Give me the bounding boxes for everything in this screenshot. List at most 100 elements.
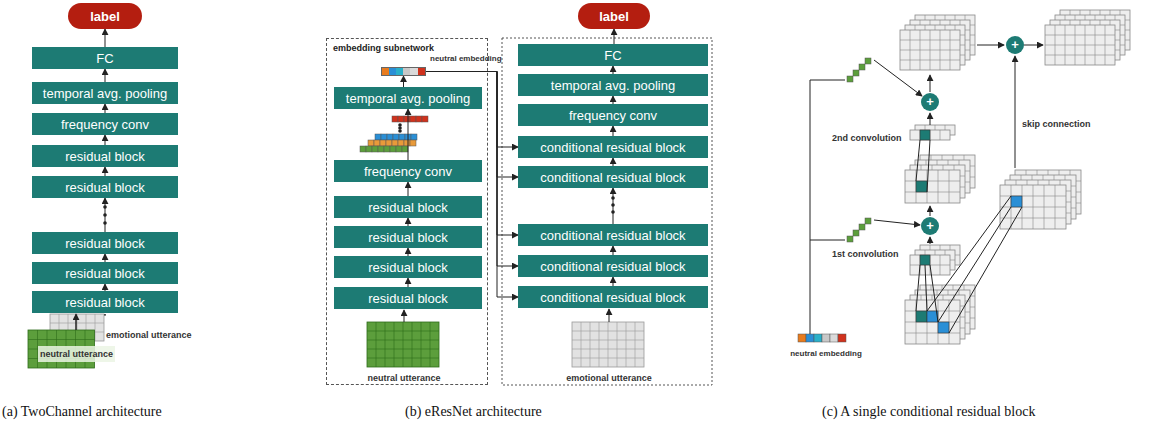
connector [105,167,106,176]
grid-line [1045,45,1115,46]
node-label: frequency conv [61,117,149,132]
layer-box: conditional residual block [518,224,708,246]
node-label: residual block [65,266,145,281]
vector-cell [372,146,378,152]
line [810,80,845,334]
vector-cell [380,140,386,146]
layer-box: residual block [334,256,482,278]
feature-map-stack [1000,185,1066,229]
vector-cell [410,116,416,122]
connector [105,135,106,145]
arrow [1015,56,1016,168]
grid-line [394,322,395,367]
annotation: emotional utterance [566,370,652,386]
vector-cell [368,140,374,146]
node-label: conditional residual block [540,259,685,274]
line [927,140,930,192]
layer-box: conditional residual block [518,136,708,158]
feature-map-stack [900,30,960,70]
grid-line [385,322,386,367]
layer-box: frequency conv [32,113,178,135]
line [810,240,845,241]
node-label: residual block [65,180,145,195]
grid-line [590,322,591,367]
layer-box: temporal avg. pooling [334,87,482,109]
ellipsis-dot [398,129,402,133]
grid-line [900,50,960,51]
vector-cell [859,64,865,70]
spectrogram-grid [572,322,644,367]
vector-cell [847,236,853,242]
vector-cell [798,334,806,342]
grid-line [905,192,960,193]
highlight-cell [920,255,930,265]
grid-line [28,339,95,340]
line [927,196,1011,311]
input-arrow [609,309,610,322]
label-oval: label [578,3,650,29]
arrow [930,206,931,216]
connector [408,218,409,226]
grid-line [940,130,941,140]
node-label: FC [96,51,113,66]
vector-cell [853,70,859,76]
layer-box: residual block [32,291,178,313]
vector-cell [374,140,380,146]
grid-line [626,322,627,367]
feature-map-stack [905,300,960,344]
grid-line [635,322,636,367]
connector [613,277,614,286]
grid-line [367,331,439,332]
vector-cell [402,146,408,152]
sum-sign: + [926,94,934,110]
vector-cell [416,116,422,122]
layer-box: frequency conv [518,104,708,126]
layer-box: residual block [334,226,482,248]
grid-line [572,331,644,332]
connector [613,158,614,166]
layer-box: FC [32,47,178,69]
arrow [874,220,920,225]
connector [614,29,615,44]
embedding-vector: neutral embedding [381,67,426,76]
connector [408,278,409,287]
connector [408,248,409,256]
vector-cell [404,140,410,146]
grid-line [572,358,644,359]
node-label: conditional residual block [540,290,685,305]
line [916,140,920,181]
node-label: residual block [368,260,448,275]
highlight-cell [938,322,949,333]
connector [426,72,518,148]
connector [408,182,409,196]
sum-sign: + [1011,37,1019,53]
vector-cell [375,134,381,140]
vector-cell [398,140,404,146]
grid-line [608,322,609,367]
grid-frame [367,322,439,367]
feature-map-stack [1045,25,1115,65]
node-label: conditional residual block [540,140,685,155]
line [925,265,927,311]
vector-cell [410,140,416,146]
vector-cell [360,146,366,152]
grid-line [367,358,439,359]
vector-cell [399,134,405,140]
grid-line [617,322,618,367]
caption: (c) A single conditional residual block [822,404,1035,420]
line [938,207,1011,322]
grid-line [905,181,960,182]
grid-line [421,322,422,367]
vector-cell [381,134,387,140]
vector-cell [404,116,410,122]
vector-label: neutral embedding [430,54,502,63]
grid-line [581,322,582,367]
node-label: residual block [368,230,448,245]
vector-cell [865,218,871,224]
layer-box: frequency conv [334,160,482,182]
grid-line [1000,196,1066,197]
connector [613,246,614,255]
subnetwork-frame: embedding subnetworkneutral embeddingtem… [326,38,488,385]
annotation: neutral utterance [367,370,440,386]
grid-line [403,322,404,367]
